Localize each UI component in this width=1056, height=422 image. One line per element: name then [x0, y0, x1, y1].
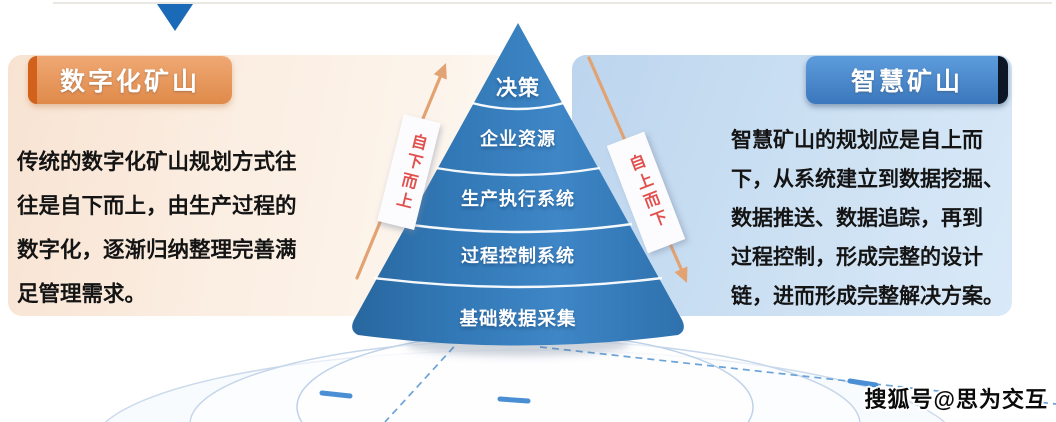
- smart-mine-badge: 智慧矿山: [806, 56, 1008, 104]
- digital-mine-description: 传统的数字化矿山规划方式往 往是自下而上，由生产过程的 数字化，逐渐归纳整理完善…: [17, 140, 297, 316]
- text-line: 足管理需求。: [17, 282, 147, 306]
- text-line: 数据推送、数据追踪，再到: [731, 207, 983, 230]
- text-line: 下，从系统建立到数据挖掘、: [731, 168, 1004, 191]
- text-line: 往是自下而上，由生产过程的: [17, 194, 297, 218]
- ring-dash-marks: [319, 378, 879, 404]
- pyramid-level-decision: 决策: [496, 77, 540, 100]
- down-triangle-icon: [157, 4, 193, 31]
- digital-mine-badge-label: 数字化矿山: [59, 68, 200, 96]
- digital-mine-badge: 数字化矿山: [28, 56, 232, 104]
- text-line: 智慧矿山的规划应是自上而: [731, 129, 983, 152]
- text-line: 链，进而形成完整解决方案。: [731, 285, 1004, 308]
- smart-mine-description: 智慧矿山的规划应是自上而 下，从系统建立到数据挖掘、 数据推送、数据追踪，再到 …: [731, 121, 1004, 316]
- text-line: 过程控制，形成完整的设计: [731, 246, 983, 269]
- pyramid-level-separators: [373, 101, 663, 289]
- pyramid-shape: [352, 23, 684, 346]
- pyramid-level-data-collection: 基础数据采集: [459, 308, 577, 329]
- smart-mine-badge-label: 智慧矿山: [850, 68, 963, 96]
- text-line: 传统的数字化矿山规划方式往: [17, 150, 297, 174]
- pyramid-level-enterprise-resource: 企业资源: [480, 129, 556, 149]
- top-divider-line: [53, 2, 1052, 4]
- watermark: 搜狐号@思为交互: [864, 387, 1048, 412]
- pyramid-level-mes: 生产执行系统: [461, 189, 575, 209]
- pyramid-level-process-control: 过程控制系统: [461, 246, 575, 266]
- text-line: 数字化，逐渐归纳整理完善满: [17, 238, 297, 262]
